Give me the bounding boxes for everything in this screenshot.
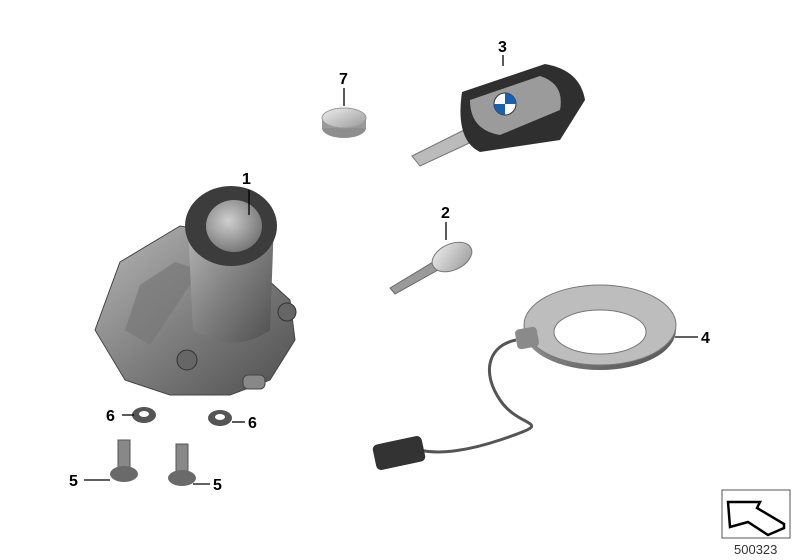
washer-left-part[interactable] <box>132 407 156 423</box>
callout-4[interactable]: 4 <box>701 330 710 347</box>
callout-5-left[interactable]: 5 <box>69 473 78 490</box>
ring-antenna-part[interactable] <box>372 284 677 471</box>
orientation-arrow-icon <box>721 489 791 539</box>
radio-key-part[interactable] <box>411 64 585 167</box>
screw-left-part[interactable] <box>110 439 138 482</box>
battery-part[interactable] <box>321 107 367 138</box>
ignition-lock-part[interactable] <box>94 186 297 396</box>
callout-5-right[interactable]: 5 <box>213 477 222 494</box>
callout-3[interactable]: 3 <box>498 39 507 56</box>
callout-2[interactable]: 2 <box>441 205 450 222</box>
callout-1[interactable]: 1 <box>242 171 251 188</box>
screw-right-part[interactable] <box>168 443 196 486</box>
key-blank-part[interactable] <box>389 236 477 295</box>
callout-6-left[interactable]: 6 <box>106 408 115 425</box>
washer-right-part[interactable] <box>208 410 232 426</box>
callout-6-right[interactable]: 6 <box>248 415 257 432</box>
diagram-reference-number: 500323 <box>734 542 777 557</box>
callout-7[interactable]: 7 <box>339 71 348 88</box>
